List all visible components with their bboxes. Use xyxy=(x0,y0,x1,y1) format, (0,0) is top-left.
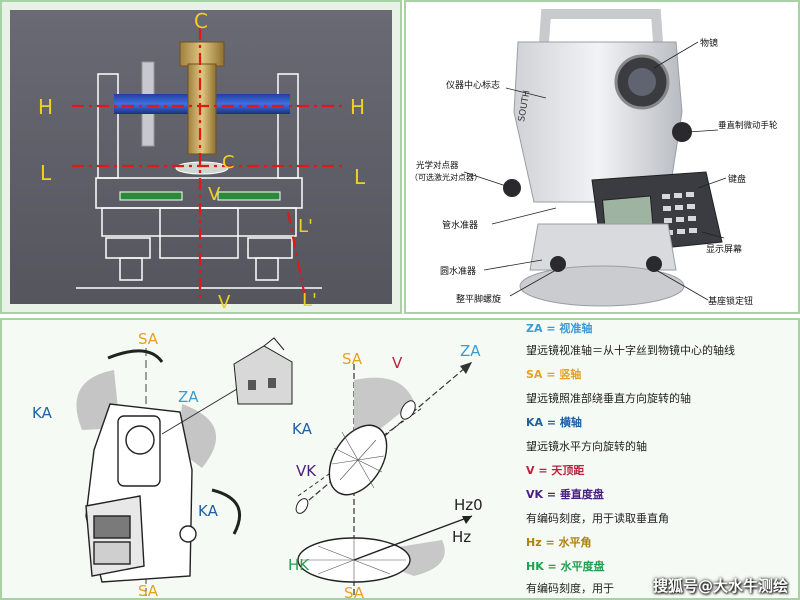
legend-vk-term: VK = 垂直度盘 xyxy=(526,488,604,501)
label-ka-mid: KA xyxy=(198,502,219,520)
sight-disc-top xyxy=(400,400,416,420)
sight-disc-bottom xyxy=(295,498,309,514)
callout-optical-plummet-note: （可选激光对点器） xyxy=(410,172,482,182)
instrument-outline xyxy=(76,73,322,289)
tube-level-right xyxy=(217,191,281,201)
axis-lines xyxy=(72,28,342,303)
hz0-reference-line xyxy=(353,515,473,561)
legend-za-desc: 望远镜视准轴＝从十字丝到物镜中心的轴线 xyxy=(526,344,735,357)
label-v-bottom: V xyxy=(218,292,231,312)
telescope-body xyxy=(187,63,217,155)
ka-rotation-arrow xyxy=(211,488,242,535)
callout-leveling-screw: 整平脚螺旋 xyxy=(456,293,501,305)
label-v-mid: V xyxy=(208,184,221,205)
label-ka-left: KA xyxy=(32,404,53,422)
label-za-right: ZA xyxy=(460,342,481,360)
objective-inner xyxy=(628,68,656,96)
callout-base-lock: 基座锁定钮 xyxy=(708,295,753,307)
carrying-handle xyxy=(539,9,663,43)
label-v: V xyxy=(392,354,403,372)
legend-sa-term: SA = 竖轴 xyxy=(526,368,582,381)
callout-vertical-clamp: 垂直制微动手轮 xyxy=(718,120,778,131)
label-sa-bottom-right: SA xyxy=(344,584,365,598)
label-l-right: L xyxy=(354,165,366,189)
vertical-clamp-knob xyxy=(672,122,692,142)
keyboard-keys xyxy=(662,192,697,235)
legend-hk-term: HK = 水平度盘 xyxy=(526,560,605,573)
label-c-mid: C xyxy=(222,152,235,173)
legend-ka-term: KA = 横轴 xyxy=(526,416,582,429)
legend-hk-desc: 有编码刻度，用于 xyxy=(526,582,614,595)
label-vk: VK xyxy=(296,462,317,480)
hz0-arrowhead xyxy=(462,516,472,524)
za-arrowhead xyxy=(460,362,472,374)
callout-objective: 物镜 xyxy=(700,37,718,49)
leveling-screw-icon xyxy=(550,256,566,272)
objective-lens xyxy=(175,161,229,175)
label-hz: Hz xyxy=(452,528,471,546)
axes-figure: SA ZA KA KA SA SA V ZA KA VK Hz0 Hz H xyxy=(32,330,483,598)
legend-hz-term: Hz = 水平角 xyxy=(526,536,592,549)
legend-ka-desc: 望远镜水平方向旋转的轴 xyxy=(526,440,647,453)
axes-definition-panel: SA ZA KA KA SA SA V ZA KA VK Hz0 Hz H xyxy=(0,318,800,600)
callout-leaders xyxy=(463,41,727,301)
label-h-right: H xyxy=(350,95,365,119)
house-icon xyxy=(233,337,293,405)
label-h-left: H xyxy=(38,95,53,119)
label-l-left: L xyxy=(40,161,52,185)
watermark: 搜狐号@大水牛测绘 xyxy=(652,577,788,595)
label-l-prime-bottom: L' xyxy=(302,290,317,311)
trunnion-axis-line xyxy=(297,407,423,497)
tube-level-left xyxy=(119,191,183,201)
label-sa-right: SA xyxy=(342,350,363,368)
vertical-circle-ticks xyxy=(331,431,385,489)
label-za-left: ZA xyxy=(178,388,199,406)
label-sa-bottom-left: SA xyxy=(138,582,159,598)
label-hz0: Hz0 xyxy=(454,496,483,514)
label-l-prime-mid: L' xyxy=(298,216,313,237)
instrument-photo-panel: SOUTH 物镜 仪器中心标志 垂直制微动手轮 光学对点器 （可选激光对点器） … xyxy=(404,0,800,314)
legend-sa-desc: 望远镜照准部绕垂直方向旋转的轴 xyxy=(526,392,691,405)
callout-circular-level: 圆水准器 xyxy=(440,265,476,277)
legend-za-term: ZA = 视准轴 xyxy=(526,322,593,335)
callout-optical-plummet: 光学对点器 xyxy=(416,160,459,171)
label-ka-right: KA xyxy=(292,420,313,438)
tribrach xyxy=(529,223,677,271)
axis-diagram-panel: C H H L L C V L' V L' xyxy=(0,0,402,314)
l-prime-axis-line xyxy=(286,211,308,303)
total-station-sketch xyxy=(85,403,197,583)
sa-rotation-arrow xyxy=(107,349,164,363)
instrument-photo: SOUTH 物镜 仪器中心标志 垂直制微动手轮 光学对点器 （可选激光对点器） … xyxy=(410,9,778,307)
callout-display: 显示屏幕 xyxy=(706,243,742,255)
label-c-top: C xyxy=(194,9,208,33)
callout-center-mark: 仪器中心标志 xyxy=(446,79,500,91)
callout-tube-level: 管水准器 xyxy=(442,219,478,231)
base-lock-icon xyxy=(646,256,662,272)
axis-diagram: C H H L L C V L' V L' xyxy=(10,9,392,312)
legend-vk-desc: 有编码刻度，用于读取垂直角 xyxy=(526,512,669,525)
callout-keyboard: 键盘 xyxy=(728,173,746,185)
telescope-eyepiece xyxy=(179,41,225,67)
label-sa-left: SA xyxy=(138,330,159,348)
optical-plummet-knob xyxy=(503,179,521,197)
label-hk: HK xyxy=(288,556,310,574)
legend-v-term: V = 天顶距 xyxy=(526,464,585,477)
